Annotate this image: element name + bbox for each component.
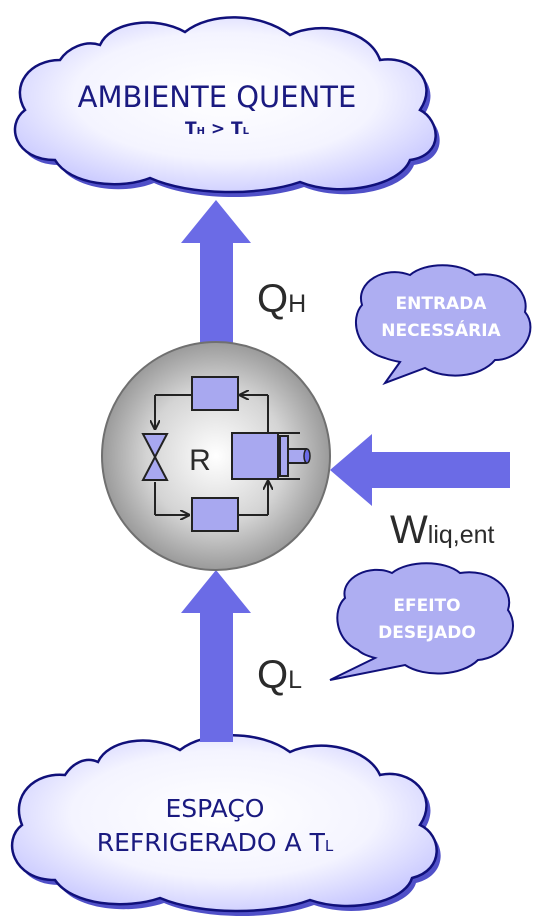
refrigerator-cycle: R [101, 341, 331, 571]
cold-space-cloud: ESPAÇO REFRIGERADO A TL [10, 734, 441, 917]
compressor-icon [231, 432, 311, 480]
hot-environment-cloud: AMBIENTE QUENTE TH > TL [13, 16, 440, 198]
bubble-effect-line1: EFEITO [393, 596, 460, 616]
heat-rejection-arrow [181, 200, 251, 345]
refrigerator-label: R [189, 444, 211, 477]
bubble-input-line1: ENTRADA [396, 294, 488, 314]
refrigerant-piping [155, 395, 268, 515]
desired-effect-bubble: EFEITO DESEJADO [329, 562, 514, 681]
heat-in-label: QL [257, 653, 302, 697]
refrigerator-sphere [101, 341, 331, 571]
expansion-valve-icon [141, 433, 169, 481]
condenser-box [191, 376, 239, 411]
bubble-input-line2: NECESSÁRIA [381, 319, 501, 341]
evaporator-box [191, 497, 239, 532]
work-input-arrow [330, 434, 510, 506]
temperature-relation: TH > TL [185, 119, 250, 139]
required-input-bubble: ENTRADA NECESSÁRIA [355, 264, 532, 386]
heat-absorption-arrow [181, 570, 251, 742]
cold-space-title-line2: REFRIGERADO A TL [97, 828, 334, 857]
work-in-label: Wliq,ent [390, 508, 495, 552]
bubble-effect-line2: DESEJADO [378, 623, 476, 643]
cold-space-title-line1: ESPAÇO [166, 794, 265, 823]
hot-environment-title: AMBIENTE QUENTE [78, 80, 357, 114]
heat-out-label: QH [257, 277, 306, 321]
